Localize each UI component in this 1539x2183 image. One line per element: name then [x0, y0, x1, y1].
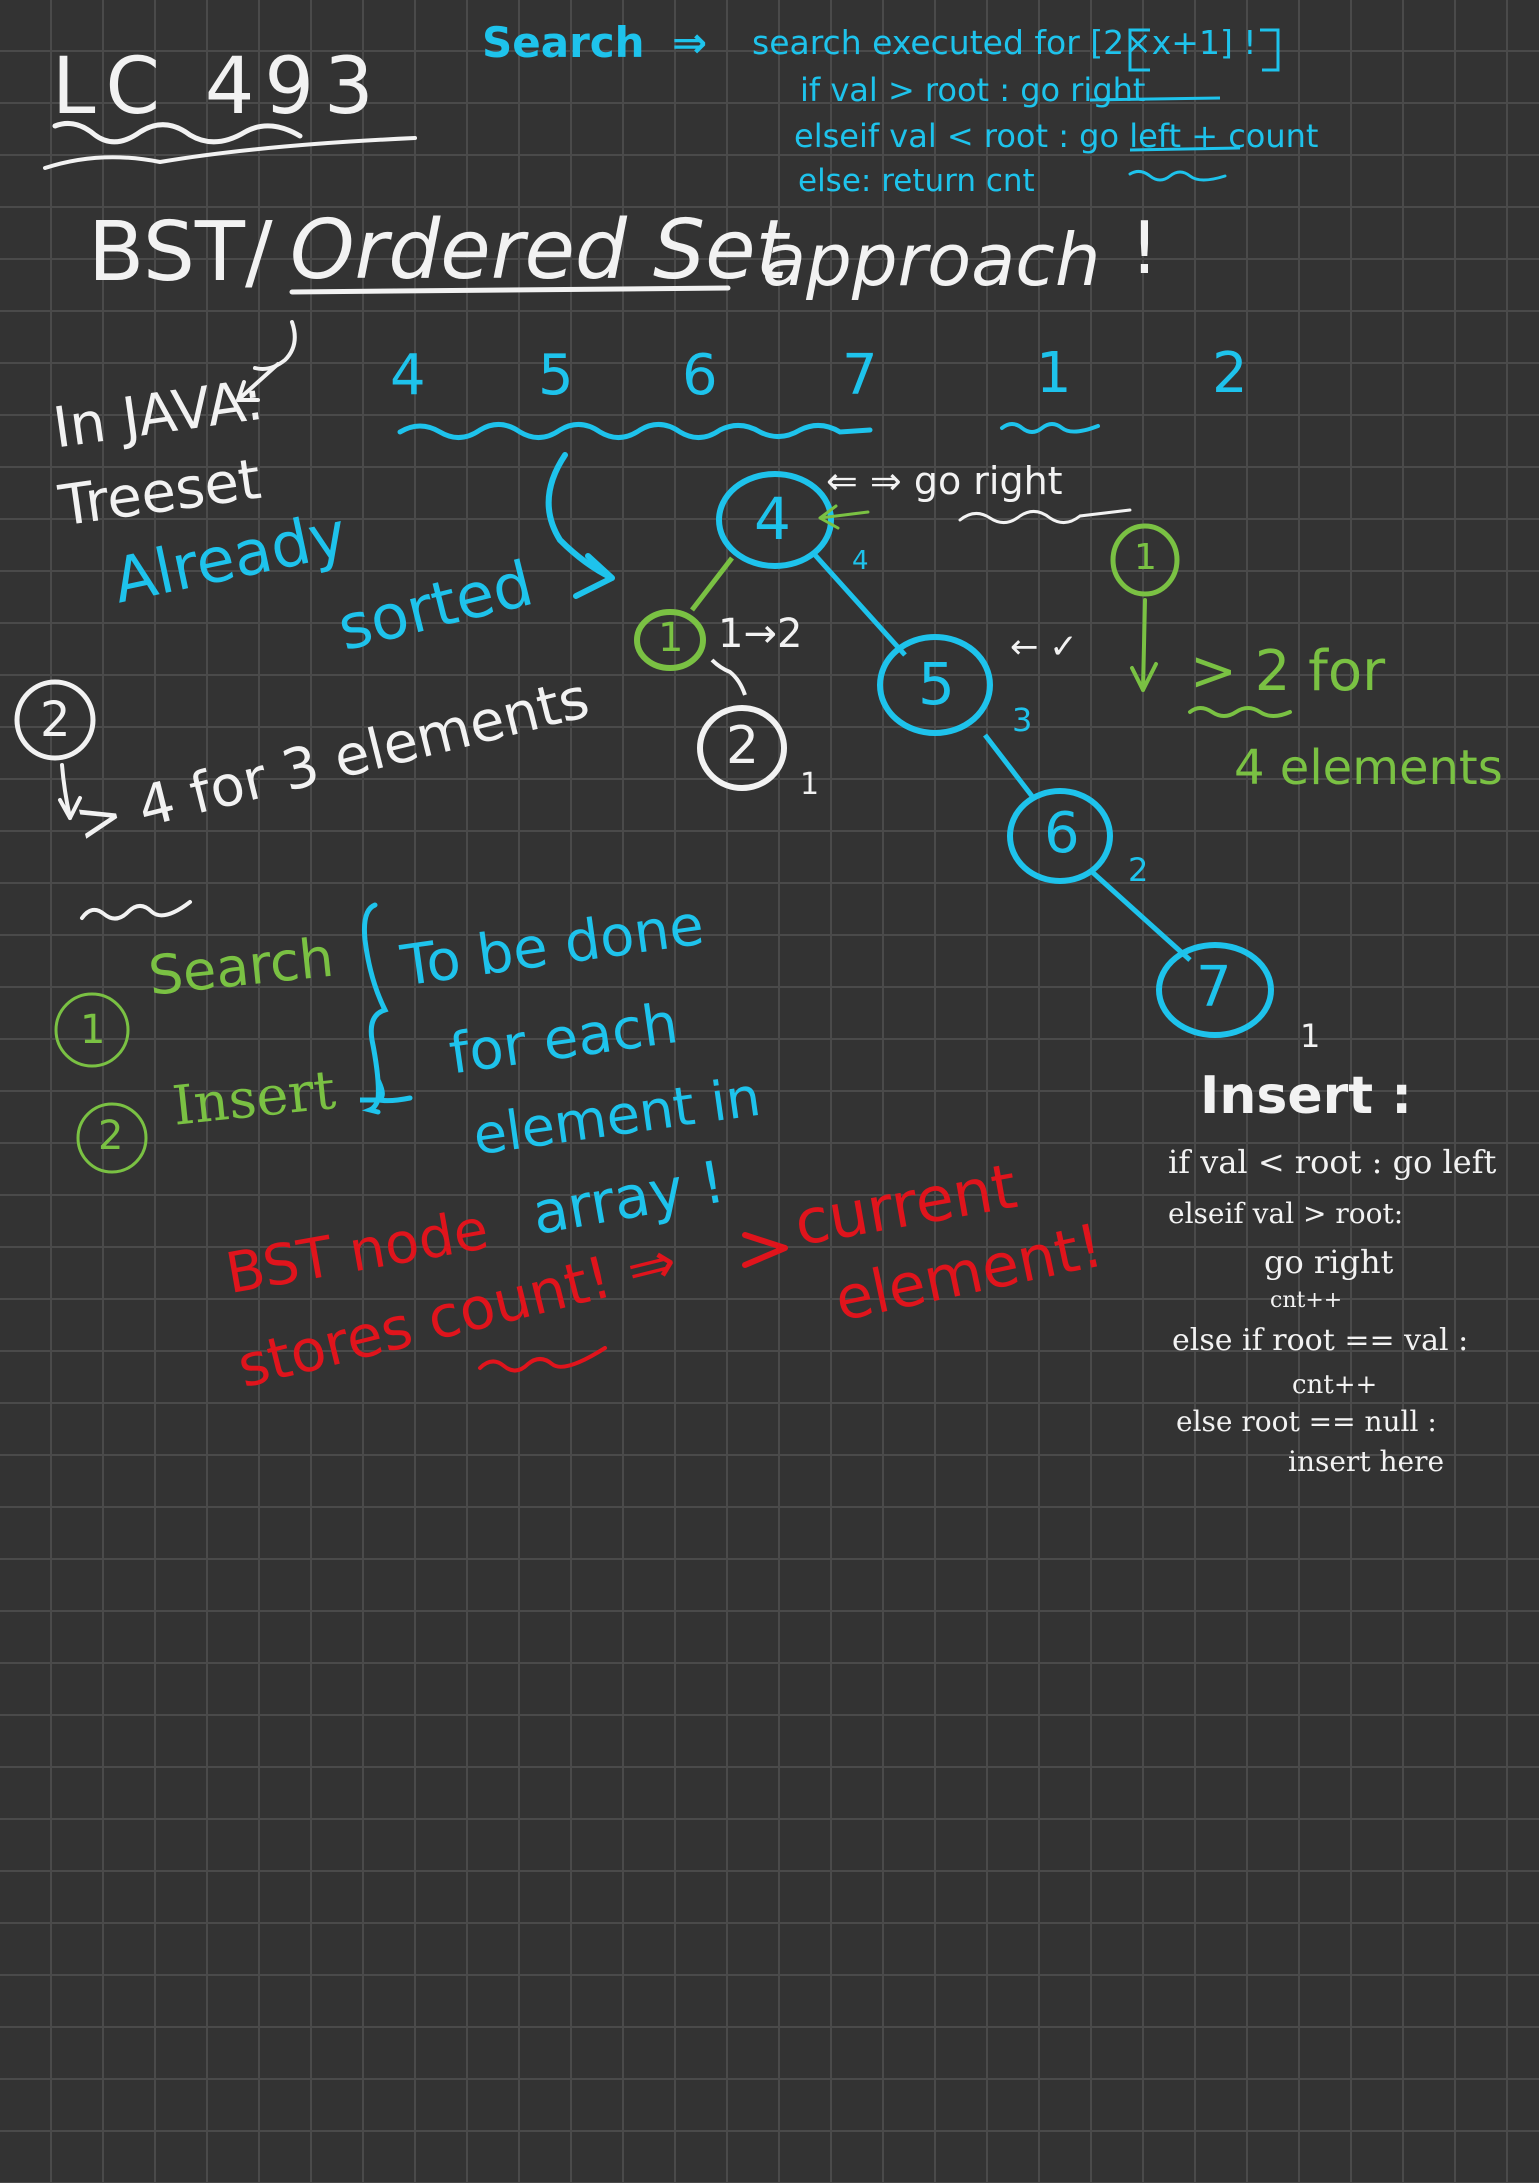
insert-line-2: elseif val > root:	[1168, 1197, 1404, 1230]
search-arrow: ⇒	[672, 18, 708, 67]
array-value: 2	[1212, 341, 1248, 406]
step-item2-circle	[76, 1102, 148, 1174]
sorted-arrow	[545, 452, 615, 599]
step2-down-arrow	[58, 763, 82, 820]
tree-node-label: 1	[658, 615, 684, 661]
search-line-2: if val > root : go right	[800, 71, 1146, 109]
insert-line-7: else root == null :	[1176, 1405, 1437, 1438]
insert-line-1: if val < root : go left	[1168, 1143, 1497, 1181]
step-item2-label: Insert	[169, 1057, 339, 1138]
title-underline	[52, 121, 303, 145]
red-arrow	[742, 1232, 788, 1268]
red-underline	[478, 1346, 607, 1373]
edge-4-5	[813, 553, 907, 657]
step2-circle	[14, 679, 96, 761]
step2-circle-number: 2	[40, 692, 71, 748]
edge-1-2	[710, 658, 747, 696]
step1-text-2: 4 elements	[1234, 740, 1503, 796]
approach-heading-part2: Ordered Set	[290, 203, 788, 298]
tree-node-count: 1	[1300, 1017, 1321, 1055]
tree-node-6	[1007, 788, 1113, 884]
insert-heading: Insert :	[1200, 1066, 1412, 1126]
step1-text-1: > 2 for	[1190, 639, 1386, 704]
tree-node-label: 2	[726, 716, 760, 776]
tree-node-label: 4	[754, 485, 791, 553]
green-back-arrow	[818, 504, 870, 530]
array-value: 4	[390, 343, 426, 408]
edge-6-7	[1088, 868, 1192, 962]
title-underline-2	[43, 136, 417, 170]
step1-down-arrow	[1130, 598, 1158, 692]
search-line-1: search executed for [2×x+1] !	[752, 23, 1257, 62]
insert-line-8: insert here	[1288, 1445, 1445, 1478]
search-bracket	[1128, 28, 1280, 72]
go-right-underline	[1089, 96, 1221, 102]
tree-node-5	[877, 634, 993, 736]
array-underline-4567	[397, 422, 873, 440]
edge-4-1	[690, 556, 734, 612]
tick-annotation: ← ✓	[1010, 627, 1078, 667]
tree-node-count: 1	[800, 767, 820, 802]
step1-circle	[1110, 523, 1180, 597]
tree-node-label: 5	[918, 650, 955, 718]
tree-node-count: 4	[852, 546, 869, 576]
insert-line-5: else if root == val :	[1172, 1323, 1469, 1358]
array-value: 6	[682, 343, 718, 408]
approach-heading-part3: approach	[762, 218, 1101, 302]
tree-node-count: 2	[1128, 851, 1149, 889]
tree-node-count: 1→2	[718, 611, 803, 657]
tree-node-7	[1156, 942, 1274, 1038]
go-left-underline	[1129, 146, 1241, 152]
tree-node-count: 3	[1012, 701, 1033, 739]
insert-line-6: cnt++	[1292, 1370, 1378, 1400]
edge-5-6	[983, 733, 1037, 802]
brace-tail	[360, 1095, 413, 1104]
step-item1-circle	[54, 992, 130, 1068]
step1-underline	[1188, 706, 1292, 718]
step2-underline	[80, 900, 192, 921]
tree-node-1	[634, 609, 706, 671]
tree-node-2	[697, 705, 787, 791]
step1-circle-number: 1	[1134, 537, 1157, 578]
approach-heading-mark: !	[1130, 206, 1159, 290]
java-arrow	[236, 362, 280, 402]
search-line-3: elseif val < root : go left + count	[794, 117, 1319, 155]
ordered-set-hook	[253, 320, 297, 371]
insert-line-3: go right	[1264, 1243, 1394, 1281]
tree-node-4	[716, 471, 834, 569]
step-item2-number: 2	[98, 1113, 124, 1159]
page-title: LC 493	[52, 42, 384, 132]
goright-white-underline	[958, 508, 1132, 524]
search-label: Search	[482, 18, 645, 67]
goright-annotation: ⇐ ⇒ go right	[826, 459, 1063, 503]
search-line-4: else: return cnt	[798, 163, 1035, 199]
to-be-done-brace	[361, 902, 389, 1115]
approach-heading-part1: BST/	[88, 205, 273, 300]
array-underline-1	[1000, 422, 1100, 434]
array-value: 5	[538, 343, 574, 408]
array-value: 1	[1036, 341, 1072, 406]
search-underline-right	[1128, 169, 1227, 182]
ordered-set-underline	[289, 285, 731, 295]
insert-line-4: cnt++	[1270, 1288, 1343, 1313]
tree-node-label: 7	[1196, 955, 1232, 1020]
step-item1-number: 1	[80, 1007, 106, 1053]
tree-node-label: 6	[1044, 801, 1080, 866]
array-value: 7	[842, 343, 878, 408]
